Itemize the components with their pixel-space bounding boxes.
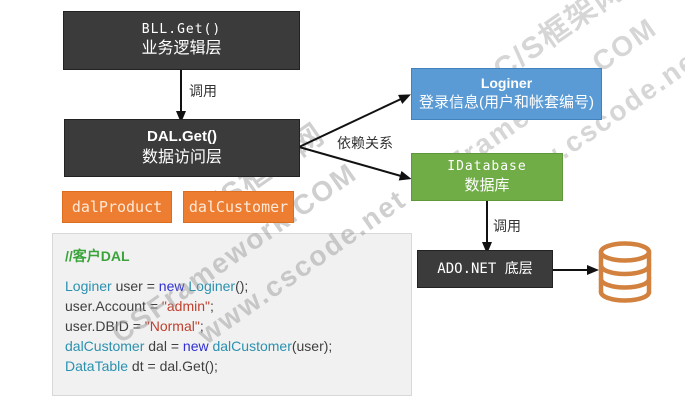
call-label-right: 调用: [493, 218, 521, 234]
code-lines: Loginer user = new Loginer(); user.Accoun…: [65, 276, 411, 376]
arrow-dal-to-loginer: [298, 94, 411, 148]
dal-subtitle: 数据访问层: [141, 149, 222, 167]
dal-title: DAL.Get(): [147, 128, 217, 146]
code-line: DataTable dt = dal.Get();: [65, 358, 218, 374]
loginer-title: Loginer: [480, 75, 533, 92]
dal-layer-box: DAL.Get() 数据访问层: [64, 119, 300, 177]
dependency-label: 依赖关系: [337, 135, 393, 151]
dal-product-label: dalProduct: [71, 197, 163, 216]
idatabase-box: IDatabase 数据库: [411, 153, 563, 201]
bll-subtitle: 业务逻辑层: [141, 40, 222, 58]
idatabase-title: IDatabase: [447, 159, 527, 175]
dal-customer-label: dalCustomer: [188, 197, 289, 216]
arrow-dal-to-idatabase: [298, 146, 412, 181]
code-line: Loginer user = new Loginer();: [65, 278, 249, 294]
idatabase-subtitle: 数据库: [464, 176, 510, 194]
database-cylinder-icon: [598, 241, 652, 303]
loginer-subtitle: 登录信息(用户和帐套编号): [419, 94, 594, 112]
dal-customer-box: dalCustomer: [183, 191, 294, 223]
code-line: user.DBID = "Normal";: [65, 318, 204, 334]
dal-product-box: dalProduct: [62, 191, 172, 223]
ado-net-title: ADO.NET 底层: [437, 260, 533, 277]
code-comment: //客户DAL: [65, 248, 130, 264]
ado-net-box: ADO.NET 底层: [417, 250, 553, 288]
code-line: dalCustomer dal = new dalCustomer(user);: [65, 338, 333, 354]
code-line: user.Account = "admin";: [65, 298, 214, 314]
loginer-box: Loginer 登录信息(用户和帐套编号): [411, 68, 602, 120]
call-label-top: 调用: [189, 83, 217, 99]
bll-title: BLL.Get(): [141, 21, 222, 37]
bll-layer-box: BLL.Get() 业务逻辑层: [63, 11, 300, 70]
code-block: //客户DAL Loginer user = new Loginer(); use…: [52, 233, 412, 396]
